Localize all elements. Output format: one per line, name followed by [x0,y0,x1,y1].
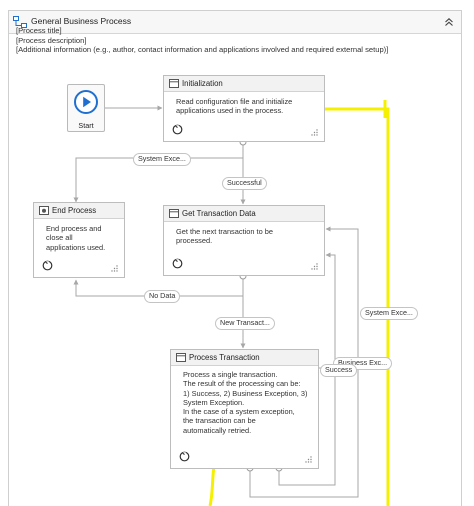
state-header: Initialization [164,76,324,92]
run-icon[interactable] [172,258,183,269]
annotation-title: [Process title] [16,26,62,35]
description-line: applications used. [46,242,106,252]
description-line: System Exception. [183,397,245,407]
state-machine-icon [13,16,27,28]
state-description: Read configuration file and initialize a… [176,97,316,116]
play-icon [74,90,98,114]
transition-label-system-exception-retry[interactable]: System Exce... [360,307,418,320]
state-get-transaction-data[interactable]: Get Transaction Data Get the next transa… [163,205,325,276]
state-initialization[interactable]: Initialization Read configuration file a… [163,75,325,142]
run-icon[interactable] [172,124,183,135]
description-line: Process a single transaction. [183,370,278,379]
state-icon [169,209,179,218]
transition-label-successful[interactable]: Successful [222,177,267,190]
state-title: Get Transaction Data [182,209,256,218]
run-icon[interactable] [42,260,53,271]
transition-label-new-transaction[interactable]: New Transact... [215,317,275,330]
resize-grip-icon[interactable] [311,263,318,270]
transition-label-system-exception[interactable]: System Exce... [133,153,191,166]
highlight-mark-right [324,107,390,506]
annotation-additional-info: [Additional information (e.g., author, c… [16,45,389,54]
description-line: applications used in the process. [176,106,284,116]
description-line: close all [46,233,73,243]
final-state-icon [39,206,49,215]
description-line: Get the next transaction to be [176,227,273,236]
resize-grip-icon[interactable] [305,456,312,463]
description-line: 1) Success, 2) Business Exception, 3) [183,388,308,398]
state-header: Get Transaction Data [164,206,324,222]
description-line: The result of the processing can be: [183,379,301,389]
description-line: the transaction can be [183,416,256,426]
transition-process-get-business[interactable] [278,252,336,486]
state-process-transaction[interactable]: Process Transaction Process a single tra… [170,349,319,469]
resize-grip-icon[interactable] [311,129,318,136]
resize-grip-icon[interactable] [111,265,118,272]
state-icon [176,353,186,362]
collapse-icon[interactable] [443,16,455,28]
start-node[interactable]: Start [67,84,105,132]
panel-title: General Business Process [31,16,132,26]
state-end-process[interactable]: End Process End process and close all ap… [33,202,125,278]
state-icon [169,79,179,88]
transition-label-success[interactable]: Success [320,364,358,377]
state-description: Process a single transaction. The result… [183,370,310,435]
state-header: End Process [34,203,124,219]
transition-label-no-data[interactable]: No Data [144,290,181,303]
run-icon[interactable] [179,451,190,462]
state-description: End process and close all applications u… [46,224,116,252]
description-line: automatically retried. [183,425,252,435]
annotation-description: [Process description] [16,35,87,45]
state-title: Initialization [182,79,223,88]
state-title: Process Transaction [189,353,260,362]
state-title: End Process [52,206,97,215]
description-line: Read configuration file and initialize [176,97,293,106]
description-line: End process and [46,224,102,233]
state-header: Process Transaction [171,350,318,366]
start-label: Start [78,121,94,130]
state-description: Get the next transaction to be processed… [176,227,316,246]
description-line: In the case of a system exception, [183,407,295,417]
panel-header: General Business Process [9,11,461,34]
highlight-mark-bottom [208,465,216,506]
description-line: processed. [176,236,213,246]
transition-process-get-system[interactable] [249,226,359,498]
process-annotation[interactable]: [Process title] [Process description] [A… [16,26,388,55]
transition-init-end[interactable] [73,142,244,203]
